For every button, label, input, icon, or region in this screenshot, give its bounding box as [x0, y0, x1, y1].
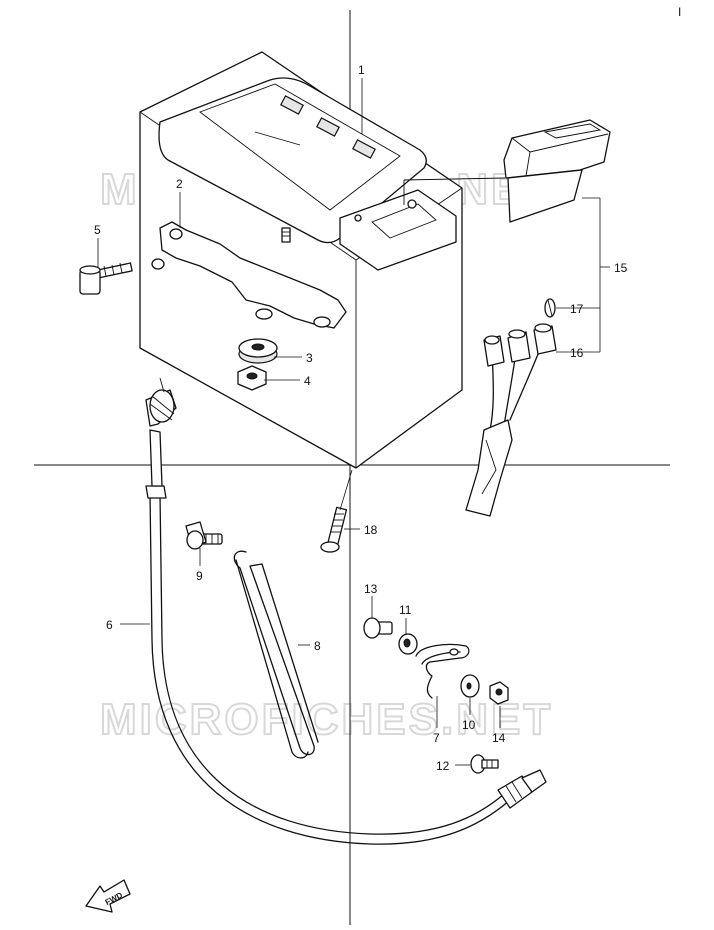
corner-mark: I — [678, 5, 681, 19]
bolt-9[interactable] — [185, 521, 223, 550]
nut-14[interactable] — [489, 681, 509, 705]
clamp[interactable] — [415, 643, 470, 699]
cable-guide[interactable] — [233, 550, 319, 759]
callout-10: 10 — [462, 718, 476, 732]
callout-4: 4 — [304, 374, 311, 388]
leader-lines — [97, 78, 610, 766]
callout-16: 16 — [570, 346, 584, 360]
callout-12: 12 — [436, 759, 450, 773]
nut[interactable] — [237, 365, 267, 391]
callout-13: 13 — [364, 582, 378, 596]
callout-9: 9 — [196, 569, 203, 583]
callout-5: 5 — [94, 223, 101, 237]
indicator-light-assembly[interactable] — [503, 119, 611, 223]
bolt[interactable] — [79, 262, 133, 295]
screw-18[interactable] — [320, 506, 348, 553]
callout-8: 8 — [314, 639, 321, 653]
meter-bracket[interactable] — [151, 221, 347, 329]
watermark-bottom: MICROFICHES.NET — [100, 695, 553, 744]
collar[interactable] — [398, 633, 418, 655]
bulb[interactable] — [544, 298, 556, 318]
screw[interactable] — [470, 754, 499, 774]
callout-6: 6 — [106, 618, 113, 632]
callout-15: 15 — [614, 261, 628, 275]
callout-2: 2 — [176, 177, 183, 191]
speedometer-cable[interactable] — [145, 377, 547, 845]
callout-14: 14 — [492, 731, 506, 745]
callout-11: 11 — [399, 603, 412, 617]
callout-7: 7 — [433, 731, 440, 745]
callout-18: 18 — [364, 523, 378, 537]
meter-assembly[interactable] — [139, 51, 506, 469]
forward-direction-arrow-icon: FWD — [85, 879, 131, 913]
callout-3: 3 — [306, 351, 313, 365]
bulb-socket[interactable] — [465, 323, 557, 517]
grommet[interactable] — [238, 338, 278, 364]
callout-17: 17 — [570, 302, 584, 316]
bolt-13[interactable] — [363, 617, 393, 639]
washer[interactable] — [460, 674, 480, 698]
callout-1: 1 — [358, 63, 365, 77]
